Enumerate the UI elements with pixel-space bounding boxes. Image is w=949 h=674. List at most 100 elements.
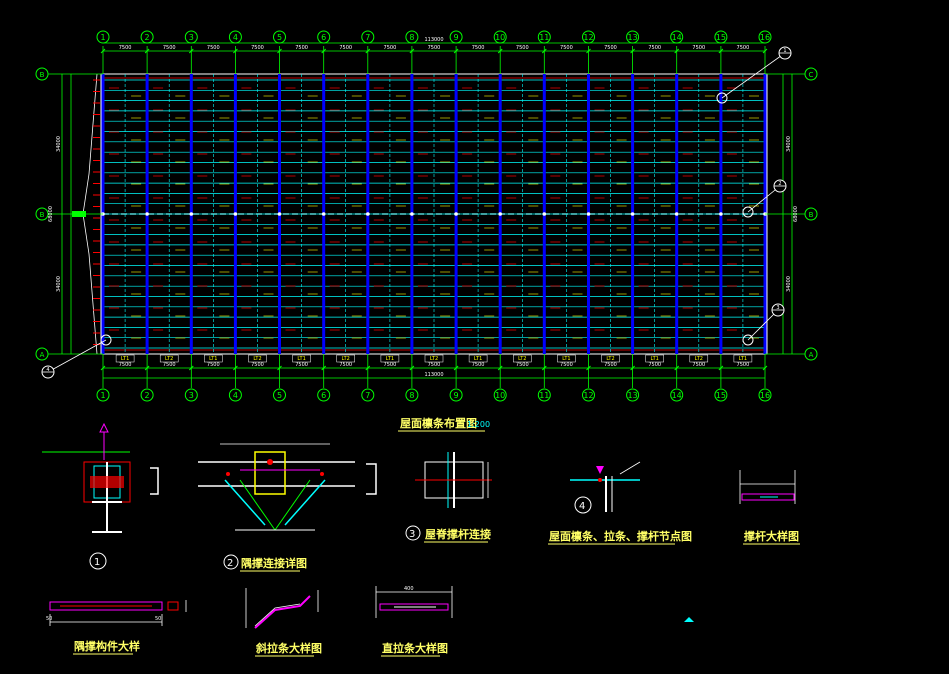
bay-dim-bottom: 7500 [339, 362, 352, 368]
bay-dim-top: 7500 [384, 45, 397, 51]
total-dim-top: 113000 [424, 37, 443, 43]
purlin-label-box [380, 354, 400, 363]
callout-number: 1 [783, 48, 786, 54]
axis-bubble-bottom [228, 388, 242, 402]
detail-2-title: 隅撑连接详图 [241, 556, 307, 570]
axis-bubble-bottom [493, 388, 507, 402]
ridge-marker [72, 211, 86, 217]
purlin-label: LT2 [695, 356, 703, 362]
purlin-label-box [601, 354, 620, 363]
callout-leader [747, 309, 779, 341]
bay-dim-bottom: 7500 [737, 362, 750, 368]
axis-bubble-bottom [670, 388, 684, 402]
ridge-node [454, 212, 458, 216]
purlin-label-box [513, 354, 532, 363]
callout-leader [721, 52, 786, 99]
axis-label-bottom: 3 [189, 391, 194, 400]
callout-leader [747, 185, 781, 213]
bay-dim-bottom: 7500 [648, 362, 661, 368]
ridge-node [674, 212, 679, 216]
axis-bubble-bottom [758, 388, 772, 402]
detail-4-number-circle [574, 496, 592, 514]
purlin-label: LT2 [253, 356, 261, 362]
bay-dim-top: 7500 [428, 45, 441, 51]
axis-label-top: 4 [233, 33, 238, 42]
bay-dim-bottom: 7500 [604, 362, 617, 368]
bay-dim-top: 7500 [472, 45, 485, 51]
ridge-node [542, 212, 547, 216]
purlin-label-box [159, 354, 179, 363]
detail-1: 1 [42, 422, 159, 570]
ridge-node [145, 212, 149, 216]
axis-label-top: 13 [628, 33, 638, 42]
axis-label-top: 3 [189, 33, 194, 42]
purlin-label-box [248, 354, 267, 363]
detail-3-number: 3 [409, 529, 415, 540]
detail-7-title: 斜拉条大样图 [255, 641, 322, 655]
ridge-node [321, 212, 326, 216]
detail-4-title: 屋面檩条、拉条、撑杆节点图 [549, 529, 692, 543]
axis-label-top: 12 [583, 33, 593, 42]
purlin-label: LT2 [430, 356, 438, 362]
ridge-node [498, 212, 503, 216]
left-dim-text: 34000 [56, 276, 62, 292]
purlin-label: LT1 [209, 356, 217, 362]
axis-label-bottom: 9 [454, 391, 459, 400]
axis-label-bottom: 16 [760, 391, 770, 400]
row-label-left: B [40, 71, 45, 79]
bay-dim-bottom: 7500 [692, 362, 705, 368]
axis-label-bottom: 1 [100, 391, 105, 400]
purlin-label-box [336, 354, 355, 363]
row-label-right: B [809, 211, 814, 219]
axis-label-bottom: 15 [716, 391, 726, 400]
detail-4-number: 4 [579, 501, 585, 512]
axis-label-bottom: 4 [233, 391, 238, 400]
axis-bubble-bottom [626, 388, 640, 402]
bay-dim-bottom: 7500 [560, 362, 573, 368]
ridge-node [366, 212, 370, 216]
detail-1-number-circle [89, 552, 107, 570]
axis-label-bottom: 13 [628, 391, 638, 400]
axis-bubble-bottom [537, 388, 551, 402]
axis-label-bottom: 2 [145, 391, 150, 400]
purlin-label-box [204, 354, 223, 363]
detail-8-title: 直拉条大样图 [382, 641, 448, 655]
ridge-node [630, 212, 635, 216]
row-bubble-left [35, 347, 49, 361]
axis-bubble-bottom [140, 388, 154, 402]
plan-axes: 1122334455667788991010111112121313141415… [35, 30, 818, 402]
bay-dim-top: 7500 [163, 45, 176, 51]
axis-label-top: 15 [716, 33, 726, 42]
row-label-left: A [40, 351, 45, 359]
callout-ring [100, 334, 112, 346]
ridge-node [586, 212, 591, 216]
total-dim-bottom: 113000 [424, 372, 443, 378]
axis-label-top: 2 [145, 33, 150, 42]
bay-dim-top: 7500 [692, 45, 705, 51]
detail-3: 3 屋脊撑杆连接 [405, 452, 492, 543]
bay-dim-top: 7500 [295, 45, 308, 51]
purlin-label: LT1 [739, 356, 747, 362]
purlin-label: LT1 [562, 356, 570, 362]
purlin-label: LT1 [121, 356, 129, 362]
right-dim-text: 34000 [786, 276, 792, 292]
detail-4: 4 屋面檩条、拉条、撑杆节点图 [548, 461, 692, 545]
plan-purlins [82, 73, 767, 355]
axis-label-top: 11 [539, 33, 549, 42]
main-plan-title: 屋面檩条布置图 [400, 416, 477, 430]
detail-7: 斜拉条大样图 [245, 588, 322, 657]
row-bubble-right [804, 347, 818, 361]
purlin-label-box [424, 354, 444, 363]
axis-label-top: 10 [495, 33, 505, 42]
axis-bubble-bottom [405, 388, 419, 402]
callout-ring [716, 92, 728, 104]
bay-dim-bottom: 7500 [251, 362, 264, 368]
callout-ring [742, 334, 754, 346]
axis-label-top: 1 [100, 33, 105, 42]
axis-label-bottom: 6 [321, 391, 326, 400]
ridge-node [410, 212, 414, 216]
ridge-node [233, 212, 238, 216]
